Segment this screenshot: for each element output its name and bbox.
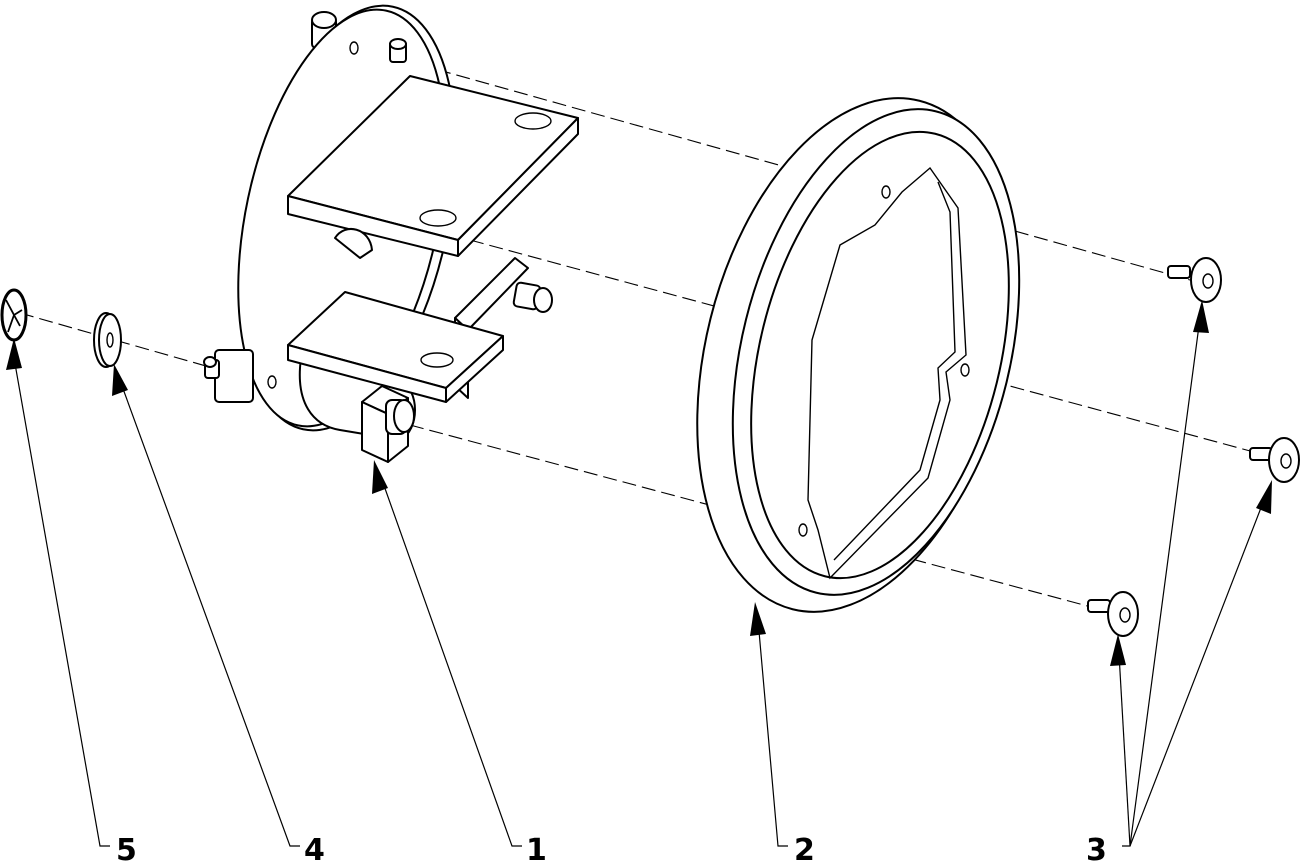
leader-5 [13, 357, 110, 847]
clamp-block [361, 385, 415, 463]
left-stud [203, 349, 254, 403]
arrowhead-4 [112, 364, 128, 396]
washer [93, 312, 122, 368]
leader-2 [757, 619, 788, 847]
plate-hole-top [349, 41, 359, 55]
arrowheads [6, 300, 1272, 666]
rivet-right [1249, 437, 1300, 483]
ring-hole-top [881, 185, 891, 199]
leader-1 [381, 479, 522, 847]
ring-hole-bottom [798, 523, 808, 537]
lower-bracket [287, 291, 504, 403]
callout-labels: 5 4 1 2 3 [116, 833, 1107, 864]
axis-line-top [359, 47, 1191, 281]
callout-1: 1 [526, 833, 547, 864]
arrowhead-1 [372, 460, 388, 494]
arrowhead-3c [1110, 634, 1126, 666]
leader-3b [1129, 499, 1265, 847]
rivet-bottom [1087, 591, 1139, 637]
leader-lines [13, 317, 1265, 847]
assembly-axis-lines [19, 47, 1266, 613]
arrowhead-3b [1256, 480, 1272, 514]
lower-bracket-slot [420, 352, 454, 368]
callout-3: 3 [1086, 833, 1107, 864]
leader-3c [1118, 653, 1131, 847]
upper-bracket [287, 75, 579, 257]
leader-4 [121, 385, 300, 847]
mounting-plate-assembly [203, 4, 579, 463]
callout-2: 2 [794, 833, 815, 864]
upper-bracket-slot-2 [419, 209, 457, 227]
arrowhead-3a [1193, 300, 1209, 333]
retaining-clip [0, 288, 28, 342]
support-web [334, 228, 373, 259]
arrowhead-2 [750, 602, 766, 636]
callout-4: 4 [304, 833, 325, 864]
callout-5: 5 [116, 833, 137, 864]
ring-inner-edge [750, 130, 1010, 580]
arrowhead-5 [6, 338, 22, 370]
ring-cutout [807, 166, 967, 580]
ring-hole-right [960, 363, 970, 377]
plate-hole-bottom [267, 375, 277, 389]
upper-bracket-slot-1 [514, 112, 552, 130]
rivet-top [1167, 257, 1222, 303]
ring-cutout-edge [833, 181, 956, 561]
ring-frame [696, 97, 1021, 613]
